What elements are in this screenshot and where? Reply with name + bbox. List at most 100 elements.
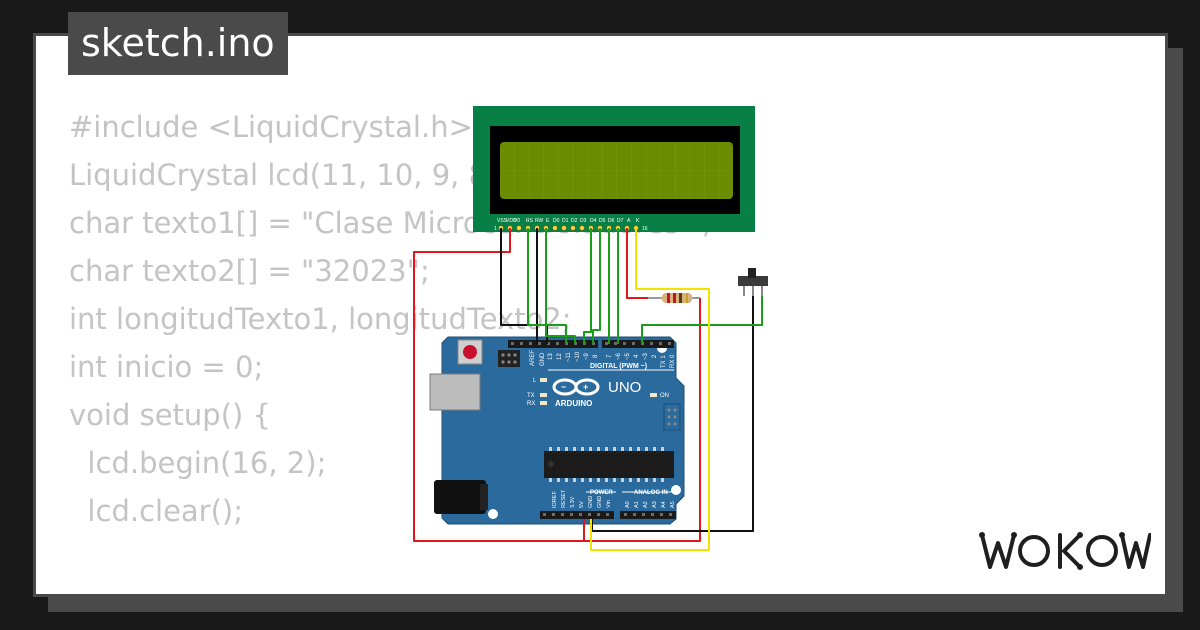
digital-label: DIGITAL (PWM ~)	[590, 363, 647, 370]
pin-label: 3.3V	[570, 496, 576, 508]
pin-label: ~9	[584, 352, 590, 360]
code-line: LiquidCrystal lcd(11, 10, 9, 8, 7, 6);	[69, 158, 582, 192]
code-line: lcd.begin(16, 2);	[69, 446, 327, 480]
lcd-pin-label: D7	[617, 218, 624, 224]
pin-label: ~3	[643, 352, 649, 360]
lcd-pin-label: D6	[608, 218, 615, 224]
pin-label: A0	[625, 501, 631, 508]
digital-header-right	[602, 340, 674, 348]
resistor[interactable]	[648, 293, 700, 303]
code-line: lcd.clear();	[69, 494, 243, 528]
wire-green-d4	[583, 228, 592, 344]
pin-label: TX 1	[661, 355, 667, 368]
lcd-pin-label: D0	[553, 218, 560, 224]
board-brand: ARDUINO	[555, 399, 592, 408]
wire-green-switch	[641, 296, 763, 344]
lcd-pin-label: D5	[599, 218, 606, 224]
pin-label: 7	[607, 354, 613, 358]
lcd-pin-label: K	[636, 218, 640, 224]
svg-text:+: +	[583, 382, 588, 392]
lcd-pin-number: 16	[642, 226, 648, 232]
wire-red-vdd	[413, 228, 585, 542]
wire-yellow-k	[590, 228, 710, 551]
lcd-pin-label: A	[627, 218, 631, 224]
led-tx	[540, 393, 547, 397]
l-label: L	[533, 378, 537, 384]
pin-label: A2	[643, 501, 649, 508]
lcd-16x2[interactable]: VSS VDD V0 RS RW E D0 D1 D2 D3 D4 D5 D6 …	[473, 106, 755, 232]
slide-switch[interactable]	[738, 268, 768, 296]
pin-label: 4	[634, 354, 640, 358]
lcd-pin-label: V0	[514, 218, 520, 224]
lcd-pin-label: VSS	[497, 218, 508, 224]
arduino-uno-board[interactable]: AREF GND 13 12 ~11 ~10 ~9 8 7 ~6 ~5 4 ~3…	[429, 336, 685, 525]
wire-black-vss	[500, 228, 548, 344]
reset-button[interactable]	[457, 339, 483, 365]
led-rx	[540, 401, 547, 405]
analog-label: ANALOG IN	[634, 490, 668, 496]
tx-label: TX	[527, 393, 535, 399]
lcd-pin-label: E	[546, 218, 550, 224]
gnd-label: GND	[540, 352, 546, 366]
power-jack	[434, 480, 486, 514]
led-on	[650, 393, 657, 397]
wire-red-5v	[584, 298, 701, 542]
pin-label: Vin	[606, 500, 612, 508]
pin-label: 5V	[579, 501, 585, 508]
arduino-infinity-logo	[552, 378, 600, 396]
icsp-header	[498, 350, 520, 367]
pin-label: GND	[597, 496, 603, 508]
rx-label: RX	[527, 401, 535, 407]
analog-header	[620, 511, 676, 519]
lcd-pin-label: D4	[590, 218, 597, 224]
led-l	[540, 378, 547, 382]
on-label: ON	[660, 393, 669, 399]
pin-label: GND	[588, 496, 594, 508]
pin-label: ~10	[575, 351, 581, 362]
mount-hole	[488, 509, 498, 519]
pin-label: IOREF	[552, 491, 558, 508]
pin-label: A5	[670, 501, 676, 508]
pin-label: ~11	[566, 352, 572, 362]
code-line: char texto2[] = "32023";	[69, 254, 430, 288]
svg-text:−: −	[561, 382, 566, 392]
pin-label: 8	[593, 354, 599, 358]
lcd-pin-label: RW	[535, 218, 544, 224]
pin-label: 2	[652, 354, 658, 358]
pin-label: 12	[557, 353, 563, 360]
pin-label: RESET	[561, 489, 567, 508]
pin-label: A1	[634, 501, 640, 508]
usb-connector	[429, 373, 481, 411]
code-line: int inicio = 0;	[69, 350, 264, 384]
lcd-pin-label: D3	[580, 218, 587, 224]
pin-label: A3	[652, 501, 658, 508]
code-preview: #include <LiquidCrystal.h> LiquidCrystal …	[69, 103, 712, 535]
wire-green-e	[545, 228, 576, 344]
code-line: int longitudTexto1, longitudTexto2;	[69, 302, 572, 336]
lcd-pin-label: D1	[562, 218, 569, 224]
lcd-pin-label: D2	[571, 218, 578, 224]
digital-header-left	[508, 340, 598, 348]
aref-label: AREF	[530, 350, 536, 366]
code-line: void setup() {	[69, 398, 271, 432]
pin-label: ~6	[616, 352, 622, 360]
pin-label: RX 0	[670, 354, 676, 368]
pin-label: A4	[661, 501, 667, 508]
lcd-pin-label: RS	[526, 218, 534, 224]
lcd-pin-label: VDD	[506, 218, 517, 224]
code-line: #include <LiquidCrystal.h>	[69, 110, 473, 144]
mount-hole	[671, 485, 681, 495]
wire-green-d5	[592, 228, 601, 344]
lcd-pin-number: 1	[494, 226, 497, 232]
icsp-header-right	[663, 403, 681, 431]
pin-label: ~5	[625, 352, 631, 360]
wire-red-anode	[626, 228, 648, 299]
pin-label: 13	[548, 353, 554, 360]
power-header	[540, 511, 614, 519]
board-model: UNO	[608, 379, 641, 396]
atmega-chip	[544, 447, 674, 482]
power-label: POWER	[590, 490, 613, 496]
file-tab-label: sketch.ino	[81, 21, 275, 65]
file-tab[interactable]: sketch.ino	[68, 12, 288, 75]
